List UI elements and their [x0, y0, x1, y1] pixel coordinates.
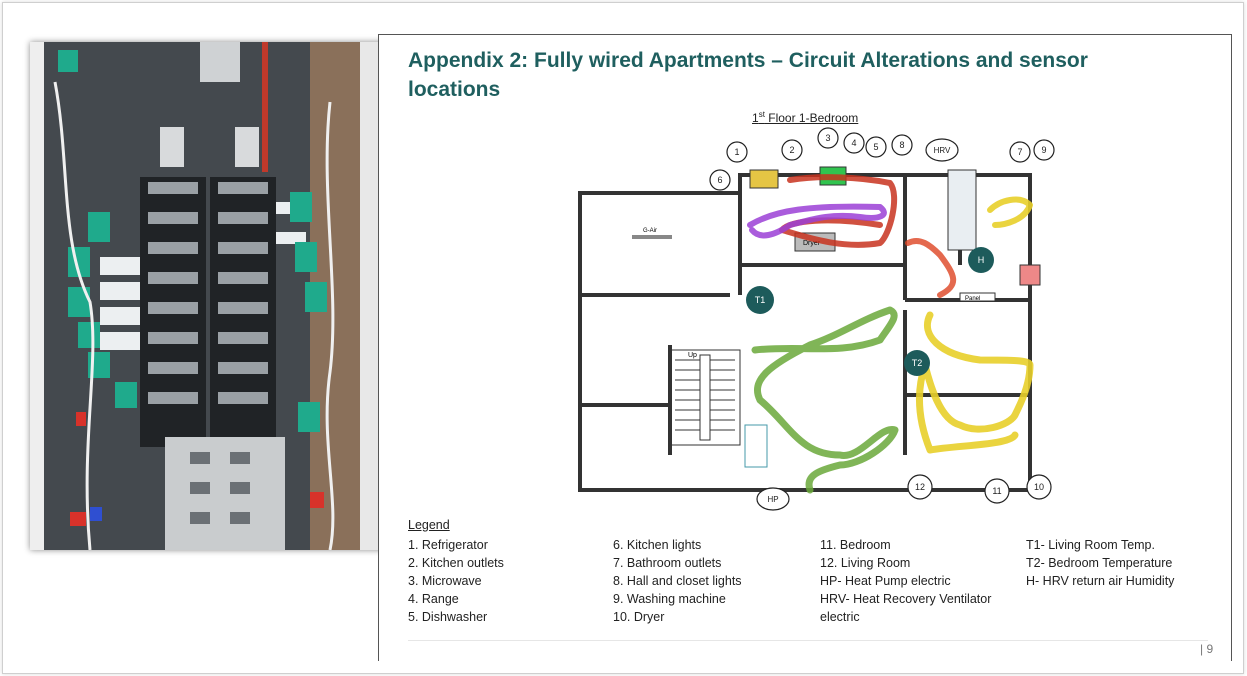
legend-item: 3. Microwave [408, 574, 482, 588]
legend-item: 5. Dishwasher [408, 610, 488, 624]
marker-7: 7 [1009, 141, 1031, 163]
legend-item: 11. Bedroom [820, 538, 891, 552]
panel-label: Panel [965, 296, 980, 302]
svg-text:1: 1 [734, 147, 739, 157]
svg-text:T1: T1 [755, 295, 766, 305]
footer-divider [408, 640, 1208, 641]
page-number: | 9 [1200, 642, 1214, 656]
legend-item: H- HRV return air Humidity [1026, 574, 1175, 588]
marker-11: 11 [984, 478, 1010, 504]
legend-heading: Legend [408, 518, 450, 532]
legend-column-1: 1. Refrigerator 2. Kitchen outlets 3. Mi… [408, 536, 504, 626]
legend-item: 2. Kitchen outlets [408, 556, 504, 570]
legend-item: 6. Kitchen lights [613, 538, 702, 552]
legend-item: HP- Heat Pump electric [820, 574, 951, 588]
legend-column-3: 11. Bedroom 12. Living Room HP- Heat Pum… [820, 536, 991, 626]
marker-1: 1 [726, 141, 748, 163]
sensor-t1: T1 [746, 286, 774, 314]
panel-photo-illustration [30, 42, 396, 550]
electrical-panel-photo [30, 42, 396, 550]
g-air-label: G-Air [643, 228, 657, 234]
legend-item: HRV- Heat Recovery Ventilator [820, 592, 992, 606]
dryer-label: Dryer [803, 240, 821, 247]
legend-item: 10. Dryer [613, 610, 665, 624]
stairs-up-label: Up [688, 352, 697, 359]
legend-item: T1- Living Room Temp. [1026, 538, 1155, 552]
marker-12: 12 [907, 474, 933, 500]
svg-text:11: 11 [992, 486, 1001, 496]
marker-10: 10 [1026, 474, 1052, 500]
svg-text:HP: HP [767, 495, 778, 504]
legend-item: 4. Range [408, 592, 459, 606]
legend-item: 9. Washing machine [613, 592, 726, 606]
svg-text:5: 5 [873, 142, 878, 152]
svg-text:7: 7 [1017, 147, 1022, 157]
svg-text:H: H [978, 255, 985, 265]
marker-hp: HP [756, 487, 790, 511]
legend-item: 8. Hall and closet lights [613, 574, 742, 588]
svg-text:8: 8 [899, 140, 904, 150]
sensor-t2: T2 [904, 350, 930, 376]
plan-title-superscript: st [758, 110, 765, 119]
svg-text:12: 12 [915, 482, 925, 492]
legend-item: 1. Refrigerator [408, 538, 488, 552]
legend-column-4: T1- Living Room Temp. T2- Bedroom Temper… [1026, 536, 1174, 590]
marker-8: 8 [891, 134, 913, 156]
legend-column-2: 6. Kitchen lights 7. Bathroom outlets 8.… [613, 536, 742, 626]
svg-text:10: 10 [1034, 482, 1044, 492]
sensor-h: H [968, 247, 994, 273]
svg-text:T2: T2 [912, 358, 923, 368]
marker-5: 5 [865, 136, 887, 158]
svg-text:4: 4 [851, 138, 856, 148]
marker-3: 3 [817, 127, 839, 149]
svg-text:9: 9 [1041, 145, 1046, 155]
svg-text:3: 3 [825, 133, 830, 143]
marker-hrv: HRV [925, 138, 959, 162]
legend-item: 7. Bathroom outlets [613, 556, 722, 570]
plan-title-number: 1 [752, 111, 759, 125]
legend-item: 12. Living Room [820, 556, 911, 570]
svg-text:2: 2 [789, 145, 794, 155]
marker-9: 9 [1033, 139, 1055, 161]
svg-text:6: 6 [717, 175, 722, 185]
page-title: Appendix 2: Fully wired Apartments – Cir… [408, 49, 1088, 101]
marker-4: 4 [843, 132, 865, 154]
marker-2: 2 [781, 139, 803, 161]
plan-title-rest: Floor 1-Bedroom [764, 111, 859, 125]
floor-plan-diagram: Up Dryer Panel G-Air 1 2 3 4 5 6 7 8 9 1… [578, 127, 1055, 511]
marker-6: 6 [709, 169, 731, 191]
floor-plan-title: 1st Floor 1-Bedroom [752, 110, 858, 125]
legend-item: T2- Bedroom Temperature [1026, 556, 1173, 570]
svg-text:HRV: HRV [934, 146, 951, 155]
legend-item: electric [820, 610, 860, 624]
